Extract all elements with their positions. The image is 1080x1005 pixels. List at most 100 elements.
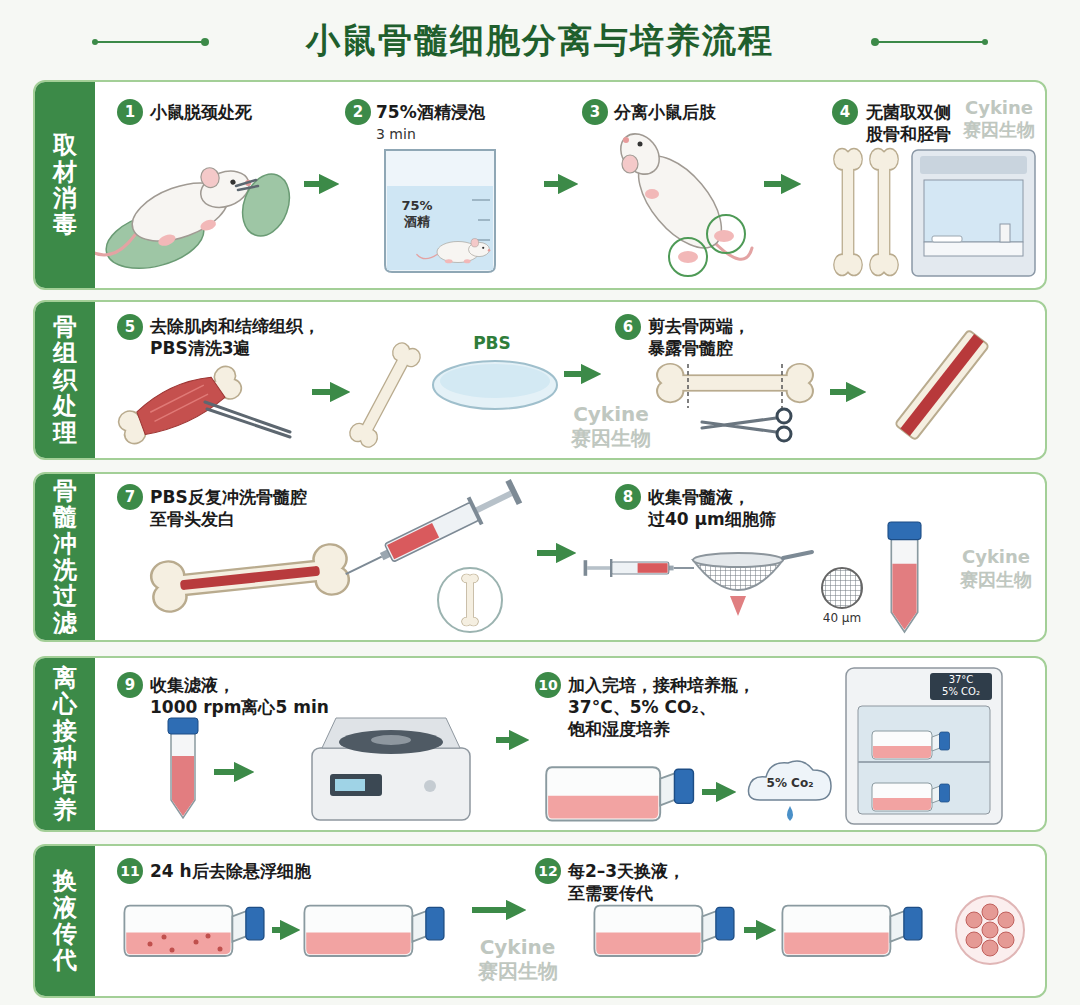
medium-change-illustration [194, 940, 199, 945]
centrifuge-illustration [214, 769, 240, 775]
incubation-illustration [858, 761, 990, 763]
band-background [33, 80, 1047, 998]
step-text: 无菌取双侧 股骨和胫骨 [866, 101, 951, 145]
medium-change-illustration [206, 934, 211, 939]
muscle-removal-illustration [312, 389, 336, 395]
muscle-removal-illustration [348, 341, 423, 449]
centrifuge-illustration [312, 748, 470, 820]
title-decoration [95, 41, 205, 43]
text-line: 赛因生物 [958, 118, 1040, 142]
filter-illustration [638, 563, 668, 573]
bone-cutting-illustration [830, 389, 852, 395]
incubation-illustration [702, 789, 722, 795]
flow-arrow [544, 181, 564, 187]
filter-illustration [674, 567, 694, 569]
alcohol-beaker-illustration [387, 186, 493, 270]
marrow-flush-illustration [387, 523, 439, 559]
stage-label-strip: 骨组织处理 [35, 302, 95, 458]
passage-illustration [982, 922, 998, 938]
step-text: 剪去骨两端， 暴露骨髓腔 [648, 315, 750, 359]
step-number: 7 [117, 484, 143, 510]
text-line: 37°C、5% CO₂、 [568, 696, 755, 718]
bone-cutting-illustration [702, 409, 791, 441]
passage-illustration [998, 932, 1014, 948]
alcohol-beaker-illustration [385, 150, 495, 272]
mouse-hindlimb-illustration [707, 215, 745, 253]
band-background [33, 656, 1047, 832]
filter-illustration [584, 559, 694, 577]
step-text: 收集骨髓液， 过40 μm细胞筛 [648, 486, 776, 530]
flow-arrow [764, 181, 787, 187]
title-decoration [875, 41, 985, 43]
passage-illustration [956, 896, 1024, 964]
text-line: Cykine [955, 545, 1037, 569]
text-line: PBS清洗3遍 [150, 337, 320, 359]
text-line: 赛因生物 [955, 568, 1037, 592]
step-text: 收集滤液， 1000 rpm离心5 min [150, 674, 329, 718]
process-step: 7PBS反复冲洗骨髓腔 至骨头发白 [103, 480, 533, 626]
band-background [33, 844, 1047, 998]
muscle-removal-illustration [440, 364, 550, 398]
step-number: 3 [582, 99, 608, 125]
marrow-flush-illustration [180, 566, 320, 591]
medium-change-illustration [272, 927, 286, 933]
beaker-label: 75% 酒精 [392, 198, 442, 230]
medium-change-illustration [170, 948, 175, 953]
filter-illustration [584, 522, 921, 632]
medium-change-illustration [124, 906, 444, 956]
step-text: 小鼠脱颈处死 [150, 101, 252, 123]
text-line: 75%酒精浸泡 [376, 101, 485, 123]
filter-illustration [610, 559, 612, 577]
marrow-flush-illustration [462, 574, 478, 625]
step-text: 24 h后去除悬浮细胞 [150, 860, 311, 882]
filter-illustration [822, 568, 862, 608]
mouse-hindlimb-illustration [678, 251, 698, 263]
watermark: 赛因生物 [566, 426, 656, 450]
alcohol-beaker-illustration [472, 200, 490, 240]
text-line: 股骨和胫骨 [866, 123, 951, 145]
title-decoration [871, 38, 879, 46]
stage-label-strip: 取材消毒 [35, 82, 95, 288]
step-text: 每2–3天换液， 至需要传代 [568, 860, 685, 904]
filter-illustration [888, 522, 921, 632]
incubation-illustration [546, 668, 1002, 824]
process-step: 3 分离小鼠后肢 [582, 92, 760, 276]
process-step: 12 每2–3天换液， 至需要传代 [530, 852, 1040, 968]
text-line: 无菌取双侧 [866, 101, 951, 123]
centrifuge-illustration [371, 735, 411, 745]
medium-change-illustration [162, 935, 167, 940]
mouse-hindlimb-illustration [623, 137, 629, 143]
filter-illustration [730, 596, 746, 616]
text-line: 收集骨髓液， [648, 486, 776, 508]
stage-label-strip: 骨髓冲洗过滤 [35, 474, 95, 640]
mouse-hindlimb-illustration [712, 240, 752, 259]
marrow-flush-illustration [346, 557, 382, 575]
step-number: 12 [535, 858, 561, 884]
step-number: 8 [615, 484, 641, 510]
filter-illustration [587, 566, 611, 570]
bones-and-cabinet-illustration [932, 236, 962, 242]
text-line: 分离小鼠后肢 [614, 101, 716, 123]
band-background [33, 300, 1047, 460]
incubator-display-text: 37°C 5% CO₂ [930, 674, 992, 698]
incubation-illustration [787, 806, 793, 821]
flow-arrow [472, 907, 512, 913]
incubation-illustration [858, 706, 990, 814]
text-line: 至骨头发白 [150, 508, 307, 530]
muscle-removal-illustration [116, 364, 243, 446]
watermark: Cykine [566, 402, 656, 426]
marrow-flush-illustration [151, 544, 349, 612]
mouse-sacrifice-illustration [236, 180, 258, 190]
bone-cutting-illustration [702, 418, 776, 432]
filter-illustration [783, 552, 812, 558]
flow-arrow [537, 550, 562, 556]
stage-label: 骨组织处理 [53, 314, 77, 446]
passage-illustration [966, 912, 982, 928]
text-line: 过40 μm细胞筛 [648, 508, 776, 530]
stage-label: 取材消毒 [53, 132, 77, 238]
co2-label: 5% Co₂ [755, 776, 825, 791]
mouse-hindlimb-illustration [613, 126, 667, 182]
incubation-illustration [872, 783, 950, 811]
